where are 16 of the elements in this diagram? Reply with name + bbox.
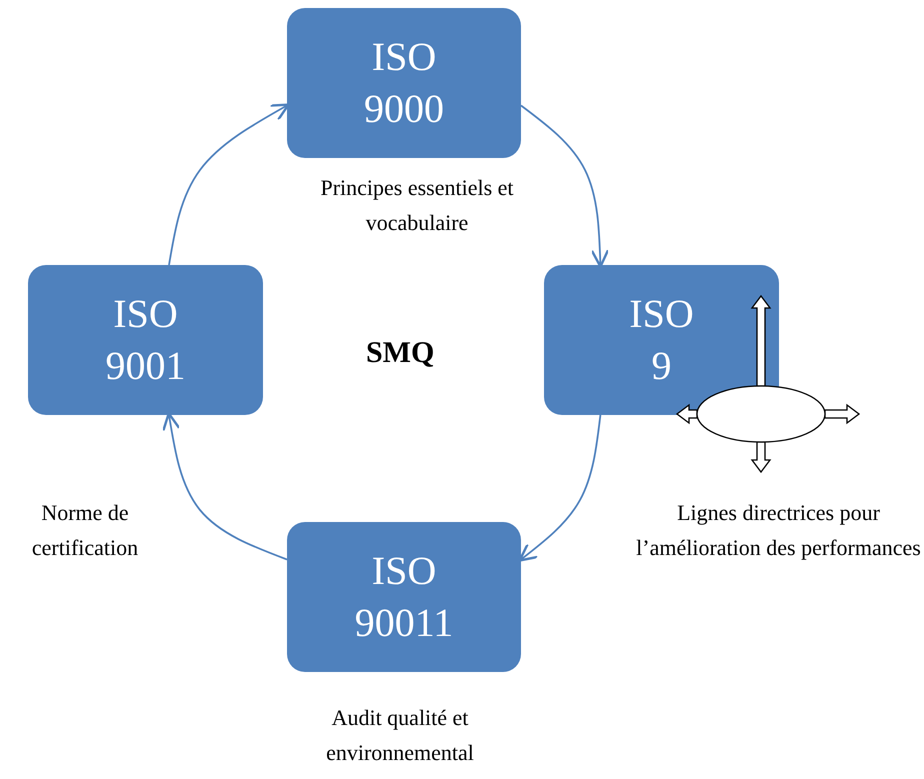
box-label: ISO 9001 xyxy=(106,290,186,390)
curved-arrow xyxy=(518,414,602,562)
center-label: SMQ xyxy=(366,336,434,370)
curved-arrow xyxy=(162,412,288,560)
curved-arrow xyxy=(520,104,610,268)
caption: Principes essentiels et vocabulaire xyxy=(319,174,515,238)
process-box xyxy=(544,265,779,415)
caption: Audit qualité et environnemental xyxy=(325,704,475,768)
caption: Norme de certification xyxy=(30,499,140,562)
box-label: ISO 9 xyxy=(629,290,694,390)
box-label: ISO 90011 xyxy=(354,547,454,647)
caption: Lignes directrices pour l’amélioration des performances xyxy=(636,499,921,562)
process-box xyxy=(287,8,521,158)
process-box xyxy=(287,522,521,672)
box-label: ISO 9000 xyxy=(364,33,444,133)
process-box xyxy=(28,265,263,415)
